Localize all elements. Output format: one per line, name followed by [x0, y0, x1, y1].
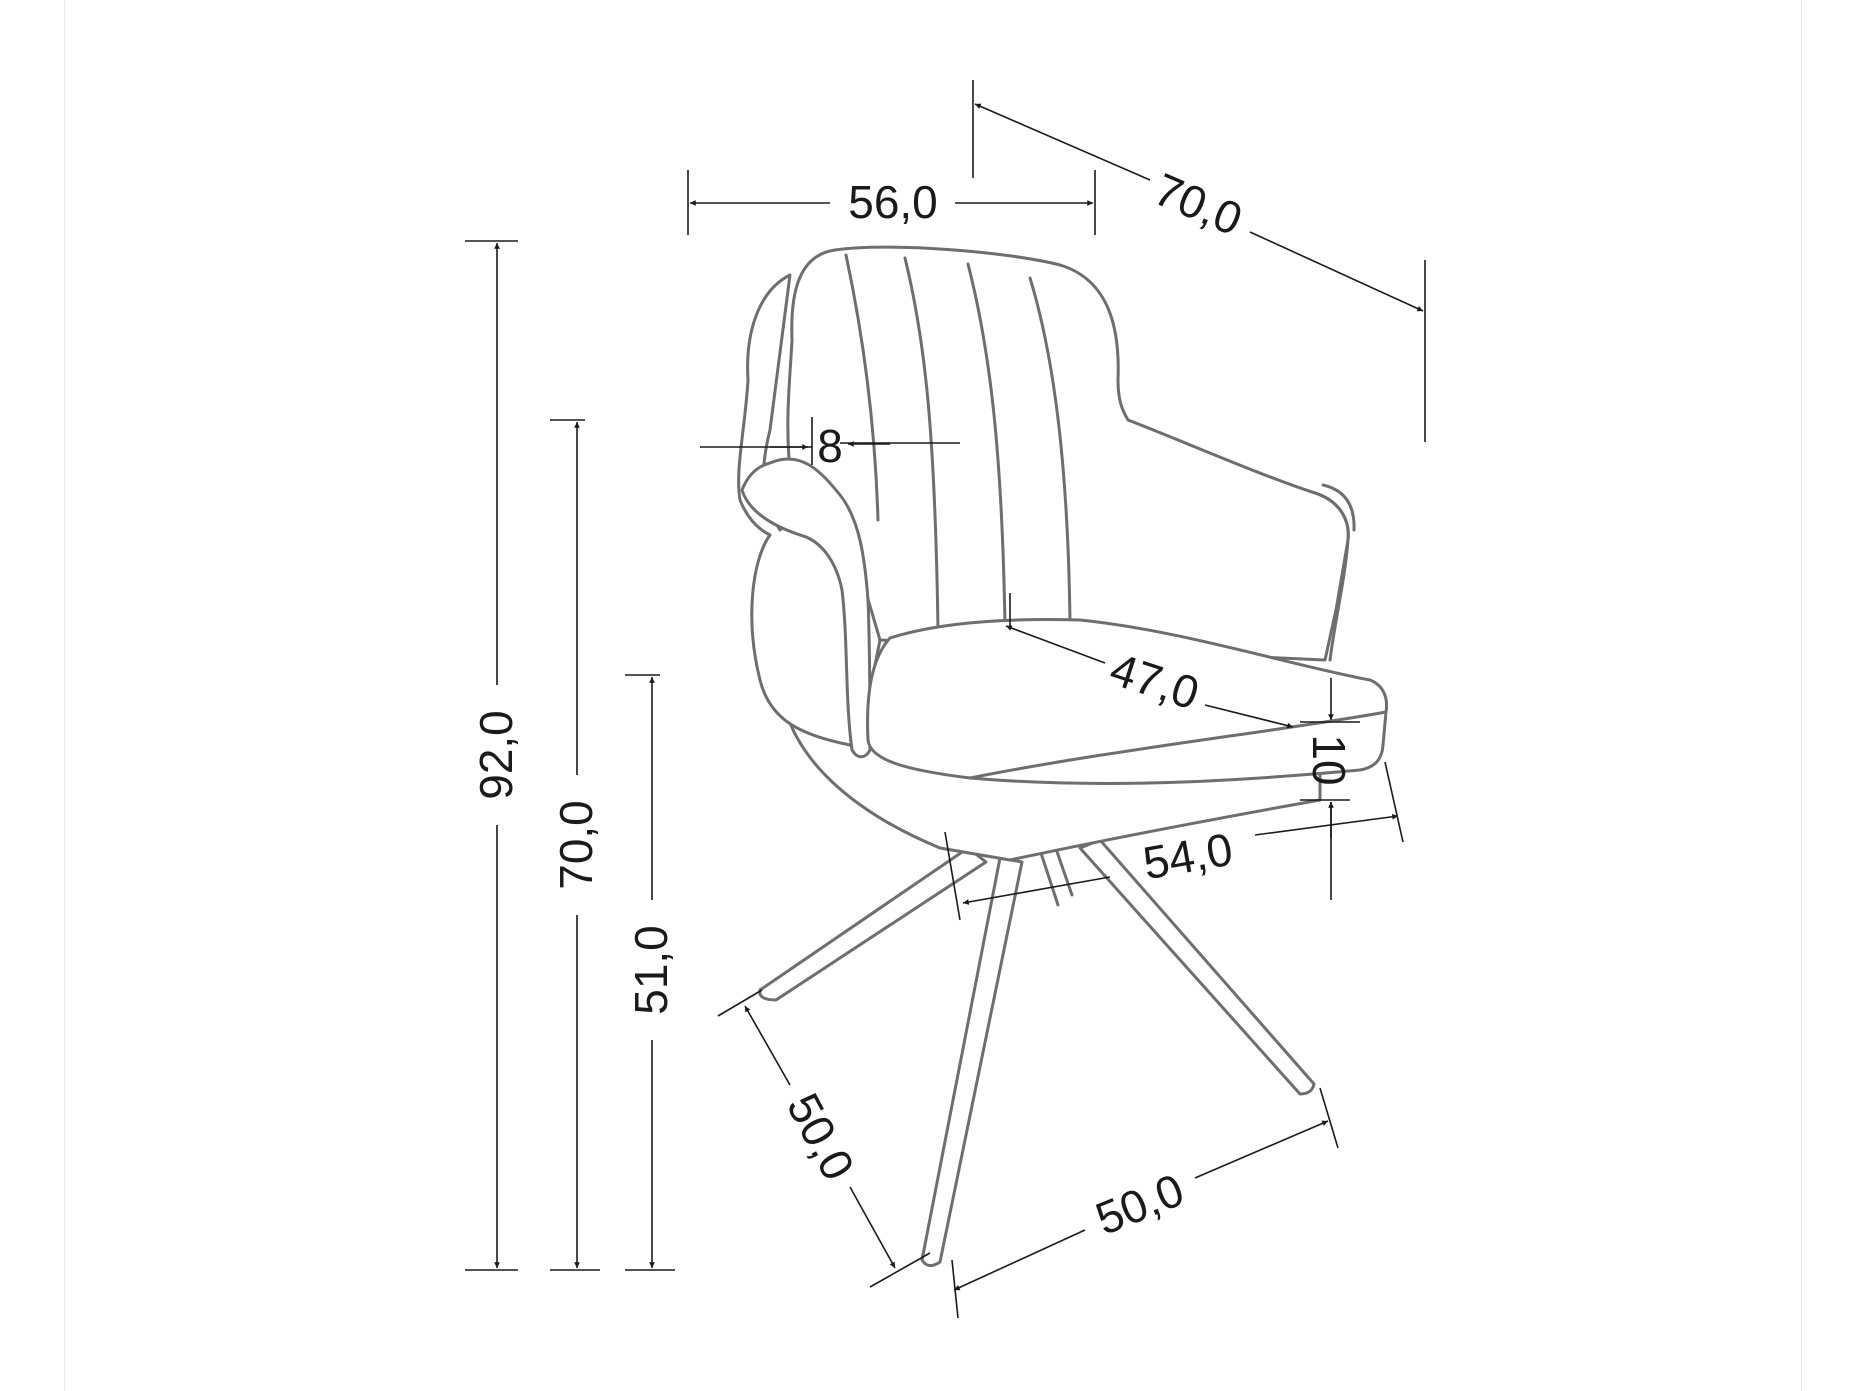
dimension-line-base-depth-lower	[849, 1186, 896, 1269]
extension-line	[1319, 1087, 1339, 1149]
chair-outline	[737, 245, 1389, 1267]
dimension-line-seat-width-left	[962, 876, 1111, 905]
label-height-total: 92,0	[470, 710, 522, 800]
chair-back-stitch-4	[1028, 276, 1072, 624]
extension-line	[869, 1252, 931, 1288]
dimension-line-depth-lower	[1249, 231, 1424, 312]
label-height-armrest: 70,0	[550, 800, 602, 890]
label-depth: 70,0	[1147, 163, 1250, 246]
dimension-line-seat-depth-upper	[1005, 625, 1106, 664]
chair-backrest	[786, 245, 1350, 662]
dimension-line-base-width-upper	[1194, 1120, 1329, 1179]
label-back-thickness: 8	[817, 420, 843, 472]
chair-arm-right-edge	[1321, 483, 1356, 532]
extension-line	[717, 989, 763, 1017]
dimension-line-seat-width-right	[1254, 813, 1399, 836]
chair-back-stitch-1	[844, 253, 880, 522]
chair-leg-front	[920, 856, 1024, 1267]
dimension-lines	[465, 80, 1426, 1319]
label-height-seat: 51,0	[625, 925, 677, 1015]
chair-arm-right	[1310, 490, 1350, 662]
label-base-depth: 50,0	[777, 1085, 865, 1188]
label-width: 56,0	[848, 176, 938, 228]
chair-back-stitch-3	[966, 262, 1007, 628]
extension-line	[944, 831, 961, 921]
dimension-line-seat-depth-lower	[1204, 704, 1294, 729]
label-base-width: 50,0	[1088, 1163, 1190, 1245]
chair-leg-left	[758, 846, 988, 1002]
label-seat-width: 54,0	[1139, 823, 1236, 890]
chair-back-stitch-2	[903, 256, 940, 632]
dimension-labels: 56,0 70,0 92,0 70,0 51,0 8 47,0 10 54,0 …	[470, 163, 1355, 1245]
chair-arm-left	[740, 457, 872, 759]
dimension-line-base-width-lower	[953, 1229, 1086, 1291]
label-seat-thickness: 10	[1303, 734, 1355, 785]
extension-line	[1384, 761, 1404, 843]
dimension-line-depth-upper	[974, 103, 1151, 181]
drawing-panel	[64, 0, 1802, 1391]
chair-seat-front-edge	[968, 710, 1388, 780]
dimension-line-base-depth-upper	[744, 1005, 791, 1086]
chair-seat-cushion	[866, 618, 1389, 785]
chair-leg-right	[1078, 838, 1316, 1096]
